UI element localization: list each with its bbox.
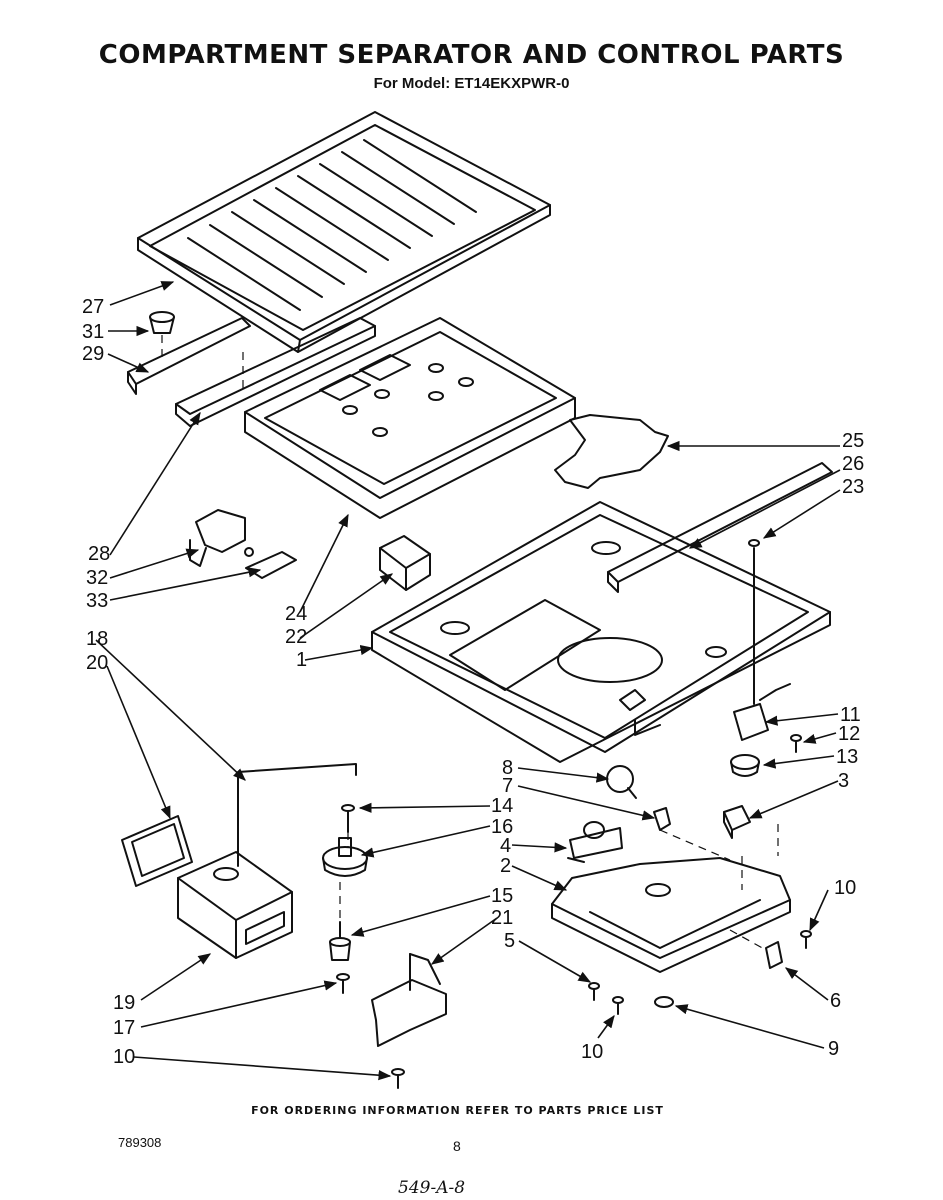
callout-31: 31 — [82, 321, 104, 343]
foam-strip-part — [607, 462, 833, 593]
screw-10-lower-part — [391, 1068, 405, 1089]
control-tray-part — [551, 857, 791, 973]
thermostat-part — [733, 547, 791, 741]
baffle-plate-part — [554, 414, 669, 489]
model-subtitle: For Model: ET14EKXPWR-0 — [373, 75, 570, 92]
callout-23: 23 — [842, 476, 864, 498]
thermostat-knob-part — [730, 754, 760, 777]
ordering-note: FOR ORDERING INFORMATION REFER TO PARTS … — [251, 1104, 664, 1117]
connector-6-part — [765, 941, 783, 969]
callout-29: 29 — [82, 343, 104, 365]
callout-6: 6 — [830, 990, 841, 1012]
bracket-clip-part — [189, 509, 246, 567]
screw-5-part — [588, 982, 600, 1001]
callout-2: 2 — [500, 855, 511, 877]
callout-16: 16 — [491, 816, 513, 838]
shelf-grille-part — [137, 111, 551, 353]
separator-channel-part — [175, 317, 376, 427]
light-switch-part — [723, 805, 751, 839]
screw-17-part — [336, 973, 350, 994]
page-title: COMPARTMENT SEPARATOR AND CONTROL PARTS — [98, 40, 845, 70]
callout-3: 3 — [838, 770, 849, 792]
callout-27: 27 — [82, 296, 104, 318]
callout-24: 24 — [285, 603, 307, 625]
document-number: 789308 — [118, 1135, 162, 1150]
lamp-socket-part — [567, 821, 623, 863]
callout-9: 9 — [828, 1038, 839, 1060]
callout-25: 25 — [842, 430, 864, 452]
callout-20: 20 — [86, 652, 108, 674]
page-number: 8 — [453, 1138, 461, 1154]
callout-10-bottom: 10 — [581, 1041, 603, 1063]
callout-12: 12 — [838, 723, 860, 745]
screw-23-part — [748, 539, 760, 547]
knob-screw-part — [341, 804, 355, 833]
dial-knob-part — [322, 837, 368, 877]
callout-26: 26 — [842, 453, 864, 475]
callout-32: 32 — [86, 567, 108, 589]
foam-block-part — [379, 535, 431, 591]
callout-5: 5 — [504, 930, 515, 952]
callout-21: 21 — [491, 907, 513, 929]
callout-10-right: 10 — [834, 877, 856, 899]
callout-14: 14 — [491, 795, 513, 817]
gasket-frame-part — [121, 815, 193, 887]
gasket-strip-part — [127, 317, 251, 395]
callout-18: 18 — [86, 628, 108, 650]
screw-12-part — [790, 734, 802, 753]
callout-17: 17 — [113, 1017, 135, 1039]
light-bulb-part — [606, 765, 637, 799]
handwritten-note: 549-A-8 — [398, 1178, 466, 1198]
callout-7: 7 — [502, 775, 513, 797]
retainer-part — [244, 547, 297, 579]
callout-28: 28 — [88, 543, 110, 565]
socket-clip-part — [653, 807, 671, 831]
screw-10-right-part — [800, 930, 812, 949]
shaft-bushing-part — [329, 921, 351, 961]
plug-cap-part — [149, 311, 175, 334]
callout-15: 15 — [491, 885, 513, 907]
separator-pan-part — [371, 501, 831, 763]
callout-1: 1 — [296, 649, 307, 671]
switch-bracket-part — [371, 953, 447, 1047]
control-housing-part — [177, 851, 293, 959]
screw-10-middle-part — [612, 996, 624, 1015]
evaporator-cover-part — [244, 317, 576, 519]
callout-19: 19 — [113, 992, 135, 1014]
callout-13: 13 — [836, 746, 858, 768]
callout-33: 33 — [86, 590, 108, 612]
callout-22: 22 — [285, 626, 307, 648]
grommet-9-part — [654, 996, 674, 1008]
callout-10-left: 10 — [113, 1046, 135, 1068]
callout-8: 8 — [502, 757, 513, 779]
callout-4: 4 — [500, 835, 511, 857]
callout-11: 11 — [840, 704, 861, 726]
